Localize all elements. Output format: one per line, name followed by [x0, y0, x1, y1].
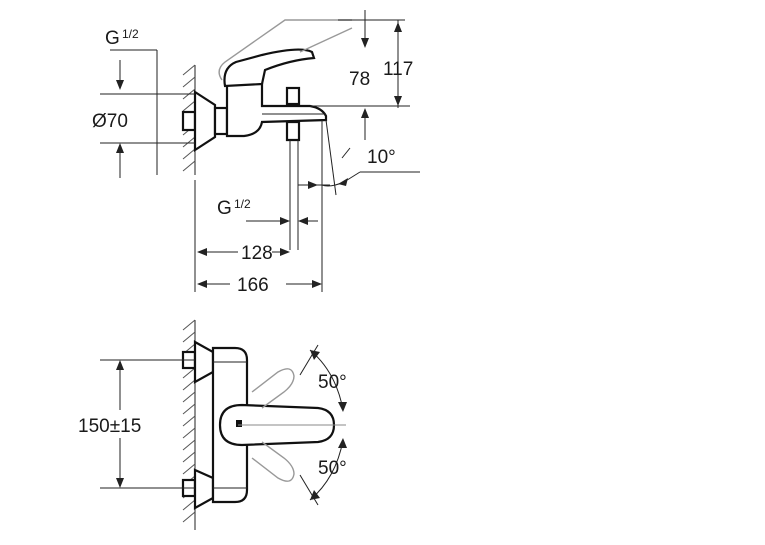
side-view: G 1/2 Ø70 78 117 10°	[92, 10, 420, 296]
dim-angle-50: 50° 50°	[299, 344, 347, 506]
label-g-bottom: G	[217, 198, 232, 219]
label-10-degrees: 10°	[367, 147, 396, 168]
label-150-15: 150±15	[78, 416, 141, 437]
dim-horizontal: 128 166	[194, 180, 323, 296]
dim-g-half-top: G 1/2 Ø70	[92, 27, 195, 178]
faucet-front-body	[181, 340, 346, 510]
label-g-top: G	[105, 28, 120, 49]
label-50-degrees-top: 50°	[318, 372, 347, 393]
label-g-bottom-fraction: 1/2	[234, 197, 251, 211]
label-50-degrees-bottom: 50°	[318, 458, 347, 479]
label-78: 78	[349, 69, 370, 90]
dim-heights: 78 117	[310, 10, 413, 140]
dim-angle-10: 10°	[321, 119, 420, 196]
faucet-side-body	[181, 19, 353, 153]
front-view: 150±15 50° 50°	[78, 319, 347, 530]
dim-spacing: 150±15	[78, 359, 195, 489]
label-166: 166	[237, 275, 269, 296]
label-diameter-70: Ø70	[92, 111, 128, 132]
label-g-top-fraction: 1/2	[122, 27, 139, 41]
label-128: 128	[241, 243, 273, 264]
dim-g-half-bottom: G 1/2	[217, 140, 330, 250]
label-117: 117	[383, 59, 413, 80]
